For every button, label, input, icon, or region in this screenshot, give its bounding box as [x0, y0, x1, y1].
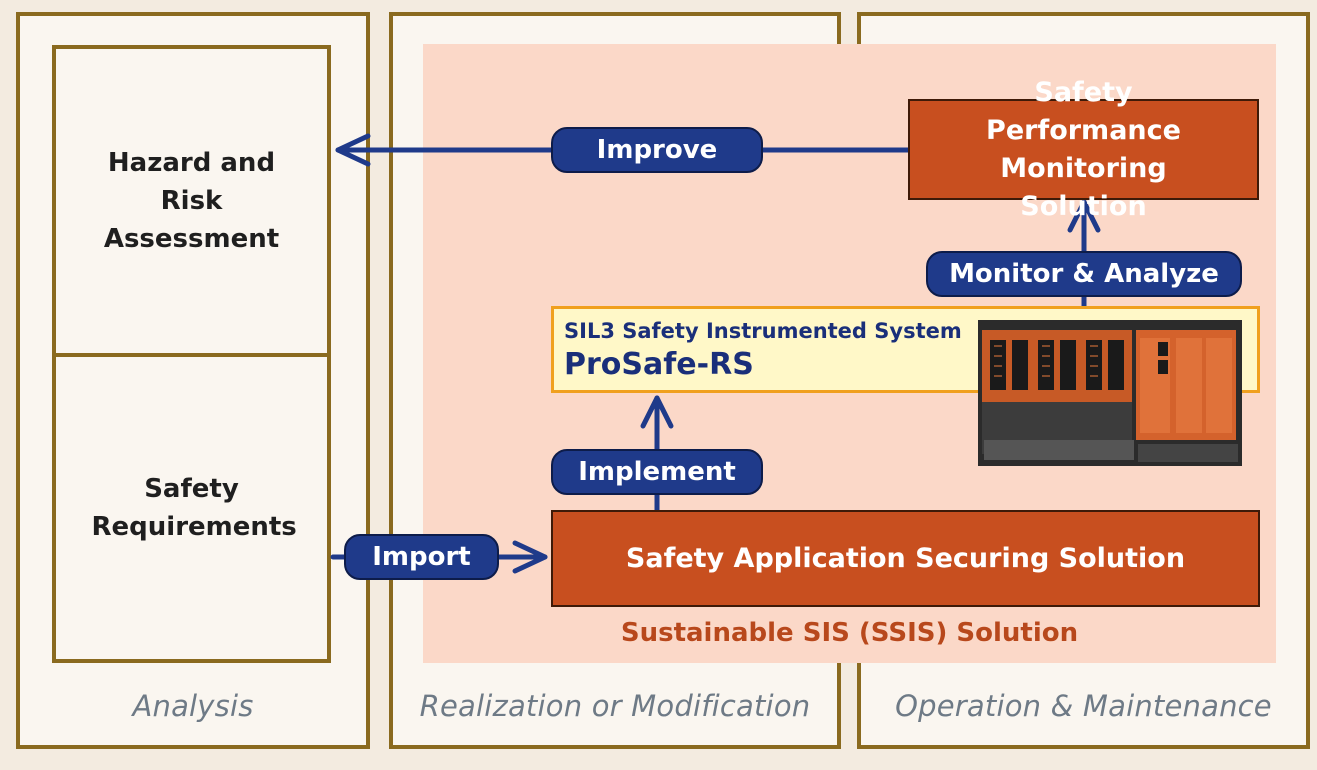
import-step-text: Import: [372, 542, 471, 572]
securing-solution-label: Safety Application Securing Solution: [625, 543, 1186, 574]
safety-requirements-box: Safety Requirements: [52, 353, 331, 663]
import-step-label: Import: [344, 534, 499, 580]
monitoring-solution-label: Safety Performance Monitoring Solution: [986, 76, 1181, 222]
monitoring-solution-box: Safety Performance Monitoring Solution: [908, 77, 1259, 222]
monitor-arrow-head: [1067, 199, 1101, 233]
improve-step-text: Improve: [596, 135, 718, 165]
securing-solution-box: Safety Application Securing Solution: [551, 510, 1260, 607]
analysis-phase-label: Analysis: [132, 689, 254, 723]
implement-step-text: Implement: [578, 457, 736, 487]
safety-requirements-label: Safety Requirements: [91, 474, 297, 542]
implement-arrow-head: [640, 395, 674, 429]
controller-rack-image: [978, 320, 1242, 466]
import-arrow-head: [512, 540, 548, 574]
improve-step-label: Improve: [551, 127, 763, 173]
realization-phase-label: Realization or Modification: [419, 689, 811, 723]
sis-subtitle: SIL3 Safety Instrumented System: [564, 319, 962, 343]
monitor-analyze-step-label: Monitor & Analyze: [926, 251, 1242, 297]
improve-arrow-head: [335, 133, 371, 167]
hazard-risk-assessment-label: Hazard and Risk Assessment: [103, 148, 280, 254]
monitor-analyze-step-text: Monitor & Analyze: [949, 259, 1219, 289]
implement-step-label: Implement: [551, 449, 763, 495]
ssis-solution-caption: Sustainable SIS (SSIS) Solution: [620, 618, 1079, 648]
operation-phase-label: Operation & Maintenance: [895, 689, 1272, 723]
sis-product-name: ProSafe-RS: [564, 347, 754, 382]
